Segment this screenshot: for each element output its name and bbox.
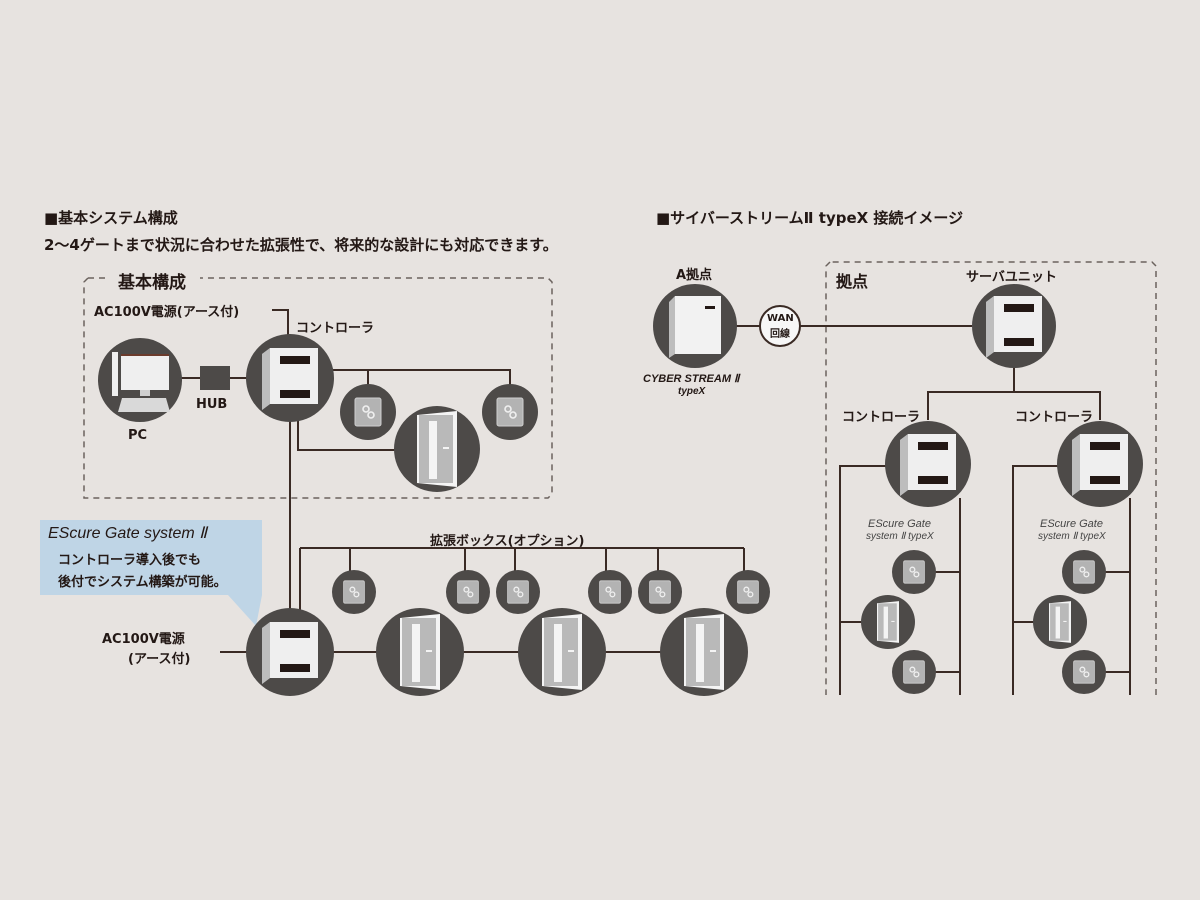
reader-node [892,550,936,594]
reader-node [332,570,376,614]
site-label: 拠点 [836,272,869,291]
site-a-product-line1: CYBER STREAM Ⅱ [643,373,740,385]
reader-node [892,650,936,694]
hub-label: HUB [196,397,228,412]
wan-node [759,305,801,347]
power2-line2: (アース付) [128,652,191,667]
callout-product: EScure Gate system Ⅱ [48,525,208,542]
controller-node [246,334,334,422]
hub-node [200,366,230,390]
right-section-title: ■サイバーストリームⅡ typeX 接続イメージ [656,209,964,227]
expansion-controller-node [246,608,334,696]
door-node [660,608,748,696]
group-label: 基本構成 [112,268,192,293]
controller-left-product1: EScure Gate [868,518,931,530]
pc-node [98,338,182,422]
reader-node [340,384,396,440]
door-node [518,608,606,696]
reader-node [446,570,490,614]
site-a-product-line2: typeX [678,386,706,397]
controller-right-product1: EScure Gate [1040,518,1103,530]
reader-node [638,570,682,614]
server-label: サーバユニット [966,270,1057,285]
callout-line2: 後付でシステム構築が可能。 [58,575,227,590]
callout-bubble [40,520,262,595]
wan-line1: WAN [767,313,794,324]
pc-label: PC [128,428,148,443]
power-label: AC100V電源(アース付) [94,305,240,320]
reader-node [482,384,538,440]
cyber-stream-node [653,284,737,368]
controller-left-product2: system Ⅱ typeX [866,531,934,542]
server-unit-node [972,284,1056,368]
callout-line1: コントローラ導入後でも [58,553,202,568]
reader-node [726,570,770,614]
controller-label: コントローラ [296,321,375,336]
expansion-label: 拡張ボックス(オプション) [430,534,585,549]
site-a-label: A拠点 [676,268,713,283]
door-node [394,406,480,492]
reader-node [1062,650,1106,694]
door-node [1033,595,1087,649]
left-section-title: ■基本システム構成 [44,209,178,227]
controller-left-label: コントローラ [842,410,921,425]
door-node [861,595,915,649]
controller-node [885,421,971,507]
power2-line1: AC100V電源 [102,632,185,647]
wan-line2: 回線 [770,329,790,340]
reader-node [496,570,540,614]
controller-right-label: コントローラ [1015,410,1094,425]
left-section-subtitle: 2～4ゲートまで状況に合わせた拡張性で、将来的な設計にも対応できます。 [44,236,558,254]
controller-right-product2: system Ⅱ typeX [1038,531,1106,542]
controller-node [1057,421,1143,507]
door-node [376,608,464,696]
reader-node [1062,550,1106,594]
reader-node [588,570,632,614]
